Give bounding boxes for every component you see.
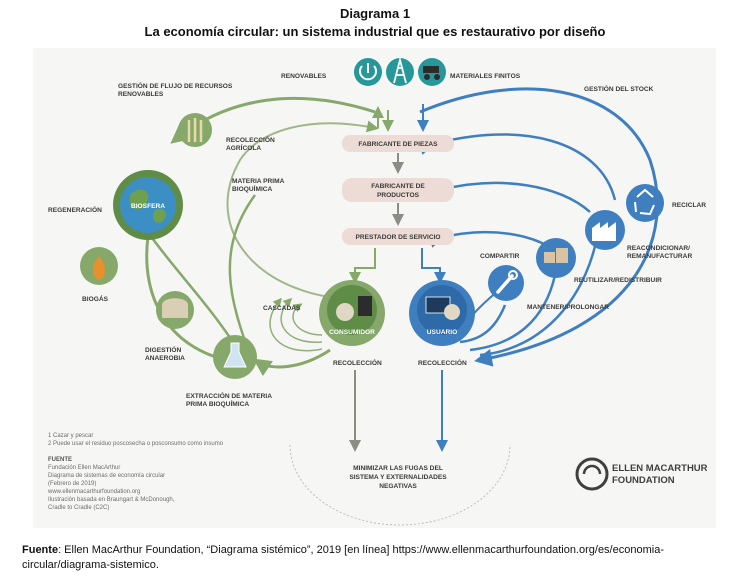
maintain-loop [459, 304, 507, 344]
collection-right-label: RECOLECCIÓN [418, 358, 467, 367]
refurbish-label-2: REMANUFACTURAR [627, 253, 692, 260]
source-line-2: Diagrama de sistemas de economía circula… [48, 473, 165, 479]
service-to-user-arrow [421, 248, 446, 284]
parts-manufacturer-box [342, 135, 454, 152]
minimize-label-1: MINIMIZAR LAS FUGAS DEL [353, 465, 443, 472]
source-heading: FUENTE [48, 457, 72, 463]
biochemical-loop [226, 120, 379, 301]
reuse-label: REUTILIZAR/REDISTRIBUIR [574, 277, 662, 284]
footnote-label: Fuente [22, 544, 59, 556]
source-line-3: (Febrero de 2019) [48, 481, 96, 487]
diagram-number: Diagrama 1 [339, 6, 411, 21]
logo-line-2: FOUNDATION [612, 475, 675, 486]
source-line-4: www.ellenmacarthurfoundation.org [47, 489, 140, 495]
regeneration-label: REGENERACIÓN [48, 205, 102, 214]
note-1: 1 Cazar y pescar [48, 433, 93, 439]
product-manufacturer-box [342, 178, 454, 202]
consumer-to-extraction [253, 348, 331, 377]
maintain-label: MANTENER/PROLONGAR [527, 304, 609, 311]
anaerobic-label-2: ANAEROBIA [145, 355, 185, 362]
recycle-label: RECICLAR [672, 202, 706, 209]
recycle-loop [418, 133, 617, 201]
circular-economy-diagram: RENOVABLES MATERIALES FINITOS FABRICANTE… [47, 56, 708, 526]
source-line-6: Cradle to Cradle (C2C) [48, 505, 109, 511]
cascade-arc-2 [280, 297, 323, 343]
note-2: 2 Puede usar el residuo poscosecha o pos… [48, 441, 224, 447]
cascade-arc-1 [292, 303, 323, 336]
collection-left-label: RECOLECCIÓN [333, 358, 382, 367]
refurbish-to-product [428, 181, 591, 213]
finite-materials-label: MATERIALES FINITOS [450, 73, 521, 80]
user-label: USUARIO [427, 329, 457, 336]
footnote-text: : Ellen MacArthur Foundation, “Diagrama … [22, 544, 664, 571]
cascade-arc-3 [269, 297, 323, 352]
consumer-label: CONSUMIDOR [329, 329, 375, 336]
biochemical-label-1: MATERIA PRIMA [232, 178, 285, 185]
recycle-icon [626, 184, 664, 222]
biochemical-label-2: BIOQUÍMICA [232, 184, 273, 193]
refurbish-label-1: REACONDICIONAR/ [627, 245, 690, 252]
stock-management-label: GESTIÓN DEL STOCK [584, 84, 654, 93]
renewables-label: RENOVABLES [281, 73, 327, 80]
diagram-title: La economía circular: un sistema industr… [144, 24, 606, 39]
minimize-label-2: SISTEMA Y EXTERNALIDADES [349, 474, 447, 481]
harvest-label-1: RECOLECCIÓN [226, 135, 275, 144]
flow-management-label-1: GESTIÓN DE FLUJO DE RECURSOS [118, 81, 233, 90]
share-label: COMPARTIR [480, 253, 520, 260]
service-provider-box [342, 228, 454, 245]
system-boundary-arc [289, 444, 511, 526]
refurbish-loop [479, 219, 602, 357]
service-to-consumer-arrow [349, 248, 376, 284]
reuse-return [469, 274, 557, 352]
cascades-label: CASCADAS [263, 305, 301, 312]
stock-loop-outer [419, 87, 659, 367]
oil-derrick-icon [386, 58, 414, 86]
logo-line-1: ELLEN MACARTHUR [612, 463, 708, 474]
source-line-1: Fundación Ellen MacArthur [48, 465, 120, 471]
product-manufacturer-label-1: FABRICANTE DE [371, 183, 425, 190]
flow-management-label-2: RENOVABLES [118, 91, 164, 98]
anaerobic-label-1: DIGESTIÓN [145, 345, 182, 354]
minimize-label-3: NEGATIVAS [379, 483, 417, 490]
service-provider-label: PRESTADOR DE SERVICIO [355, 234, 440, 241]
harvest-label-2: AGRÍCOLA [226, 143, 261, 152]
extraction-label-1: EXTRACCIÓN DE MATERIA [186, 391, 272, 400]
extraction-loop [228, 194, 257, 356]
ellen-macarthur-logo: ELLEN MACARTHUR FOUNDATION [575, 457, 708, 491]
anaerobic-loop [148, 234, 237, 346]
product-manufacturer-label-2: PRODUCTOS [377, 192, 420, 199]
parts-manufacturer-label: FABRICANTE DE PIEZAS [358, 141, 438, 148]
biogas-label: BIOGÁS [82, 294, 109, 303]
extraction-label-2: PRIMA BIOQUÍMICA [186, 399, 249, 408]
biosphere-label: BIOSFERA [131, 203, 165, 210]
source-line-5: Ilustración basada en Braungart & McDono… [48, 497, 175, 503]
source-footnote: Fuente: Ellen MacArthur Foundation, “Dia… [22, 543, 737, 573]
